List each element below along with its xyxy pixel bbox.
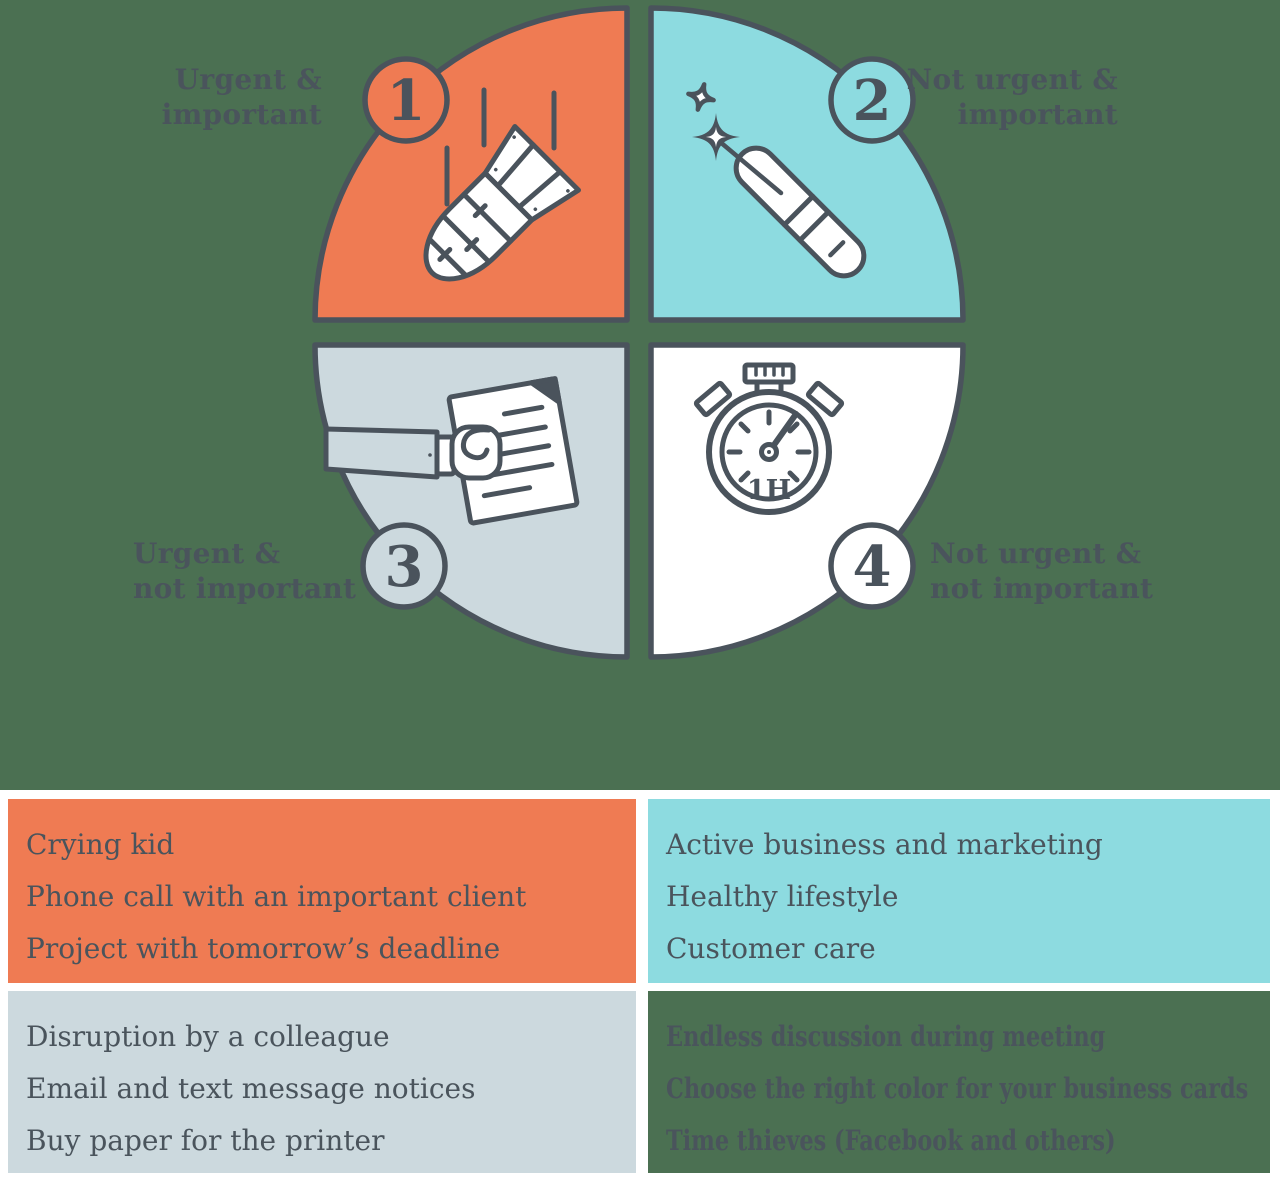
quadrant-3-label: Urgent & not important	[133, 536, 356, 606]
bomb-icon	[423, 87, 581, 282]
crown-cap	[742, 362, 796, 385]
examples-legend: Crying kid Phone call with an important …	[0, 790, 1280, 1184]
label-line: Urgent &	[174, 63, 322, 96]
thumb	[460, 427, 492, 461]
label-line: Not urgent &	[930, 537, 1142, 570]
hand-document-icon	[323, 376, 580, 526]
list-item: Email and text message notices	[26, 1072, 476, 1105]
list-item: Active business and marketing	[666, 828, 1103, 861]
sleeve	[323, 426, 440, 480]
stopwatch-icon: 1H	[693, 362, 845, 515]
priority-matrix-diagram: 1H 1 2 3 4 Urgent & important Not urgent…	[0, 0, 1280, 790]
list-item: Endless discussion during meeting	[666, 1020, 1106, 1053]
list-item: Time thieves (Facebook and others)	[666, 1124, 1116, 1157]
side-button	[805, 380, 845, 418]
bomb-body	[423, 170, 535, 282]
quadrant-2-label: Not urgent & important	[907, 62, 1118, 132]
list-item: Project with tomorrow’s deadline	[26, 932, 501, 965]
badge-3	[360, 522, 448, 610]
badge-2	[828, 56, 916, 144]
list-item: Disruption by a colleague	[26, 1020, 390, 1053]
badge-3-number: 3	[385, 534, 424, 600]
quadrant-4-label: Not urgent & not important	[930, 536, 1153, 606]
label-line: important	[957, 98, 1118, 131]
list-item: Healthy lifestyle	[666, 880, 899, 913]
wand-ray	[716, 138, 784, 196]
list-urgent-not-important: Disruption by a colleague Email and text…	[8, 991, 636, 1173]
list-item: Customer care	[666, 932, 876, 965]
quadrant-1-label: Urgent & important	[162, 62, 322, 132]
label-line: not important	[930, 572, 1154, 605]
list-urgent-important: Crying kid Phone call with an important …	[8, 799, 636, 983]
folded-corner	[528, 376, 562, 405]
list-item: Choose the right color for your business…	[666, 1072, 1249, 1105]
label-line: Not urgent &	[906, 63, 1118, 96]
magic-wand-icon	[686, 82, 867, 279]
list-item: Buy paper for the printer	[26, 1124, 385, 1157]
matrix-circle: 1H 1 2 3 4	[312, 5, 966, 660]
sparkle-small-icon	[686, 82, 716, 112]
badge-4-number: 4	[853, 534, 892, 600]
list-not-urgent-not-important: Endless discussion during meeting Choose…	[648, 991, 1270, 1173]
badge-1-number: 1	[387, 68, 426, 134]
list-item: Phone call with an important client	[26, 880, 527, 913]
hand	[449, 424, 503, 481]
side-button	[693, 380, 733, 418]
badge-1	[362, 56, 450, 144]
label-line: Urgent &	[133, 537, 281, 570]
list-not-urgent-important: Active business and marketing Healthy li…	[648, 799, 1270, 983]
list-item: Crying kid	[26, 828, 175, 861]
label-line: not important	[133, 572, 357, 605]
label-line: important	[161, 98, 322, 131]
badge-2-number: 2	[853, 68, 892, 134]
stopwatch-dial-label: 1H	[747, 475, 791, 506]
badge-4	[828, 522, 916, 610]
quadrant-2-shape	[648, 5, 966, 323]
